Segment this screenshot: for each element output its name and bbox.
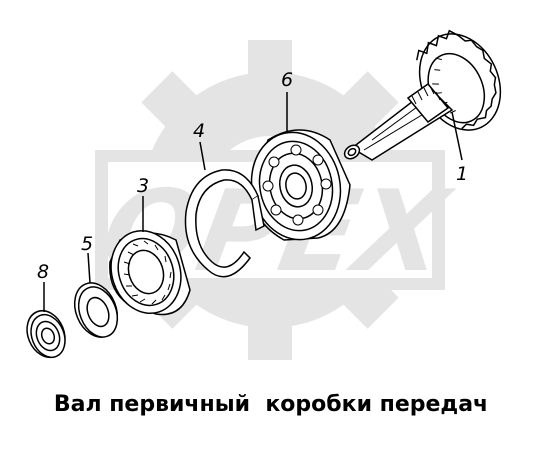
part-5-washer (73, 282, 119, 338)
part-6-bearing (250, 129, 351, 241)
diagram-caption: Вал первичный коробки передач (53, 392, 489, 417)
callout-5: 5 (81, 233, 93, 255)
callout-1: 1 (456, 163, 468, 185)
part-8-seal (26, 309, 66, 359)
callout-6: 6 (281, 69, 293, 91)
callout-3: 3 (137, 175, 149, 197)
part-1-input-shaft (343, 29, 502, 161)
leader-lines (43, 92, 463, 312)
callout-8: 8 (37, 261, 49, 283)
callout-4: 4 (193, 120, 205, 142)
part-4-snap-ring (184, 169, 265, 278)
part-3-roller-bearing (109, 229, 191, 316)
